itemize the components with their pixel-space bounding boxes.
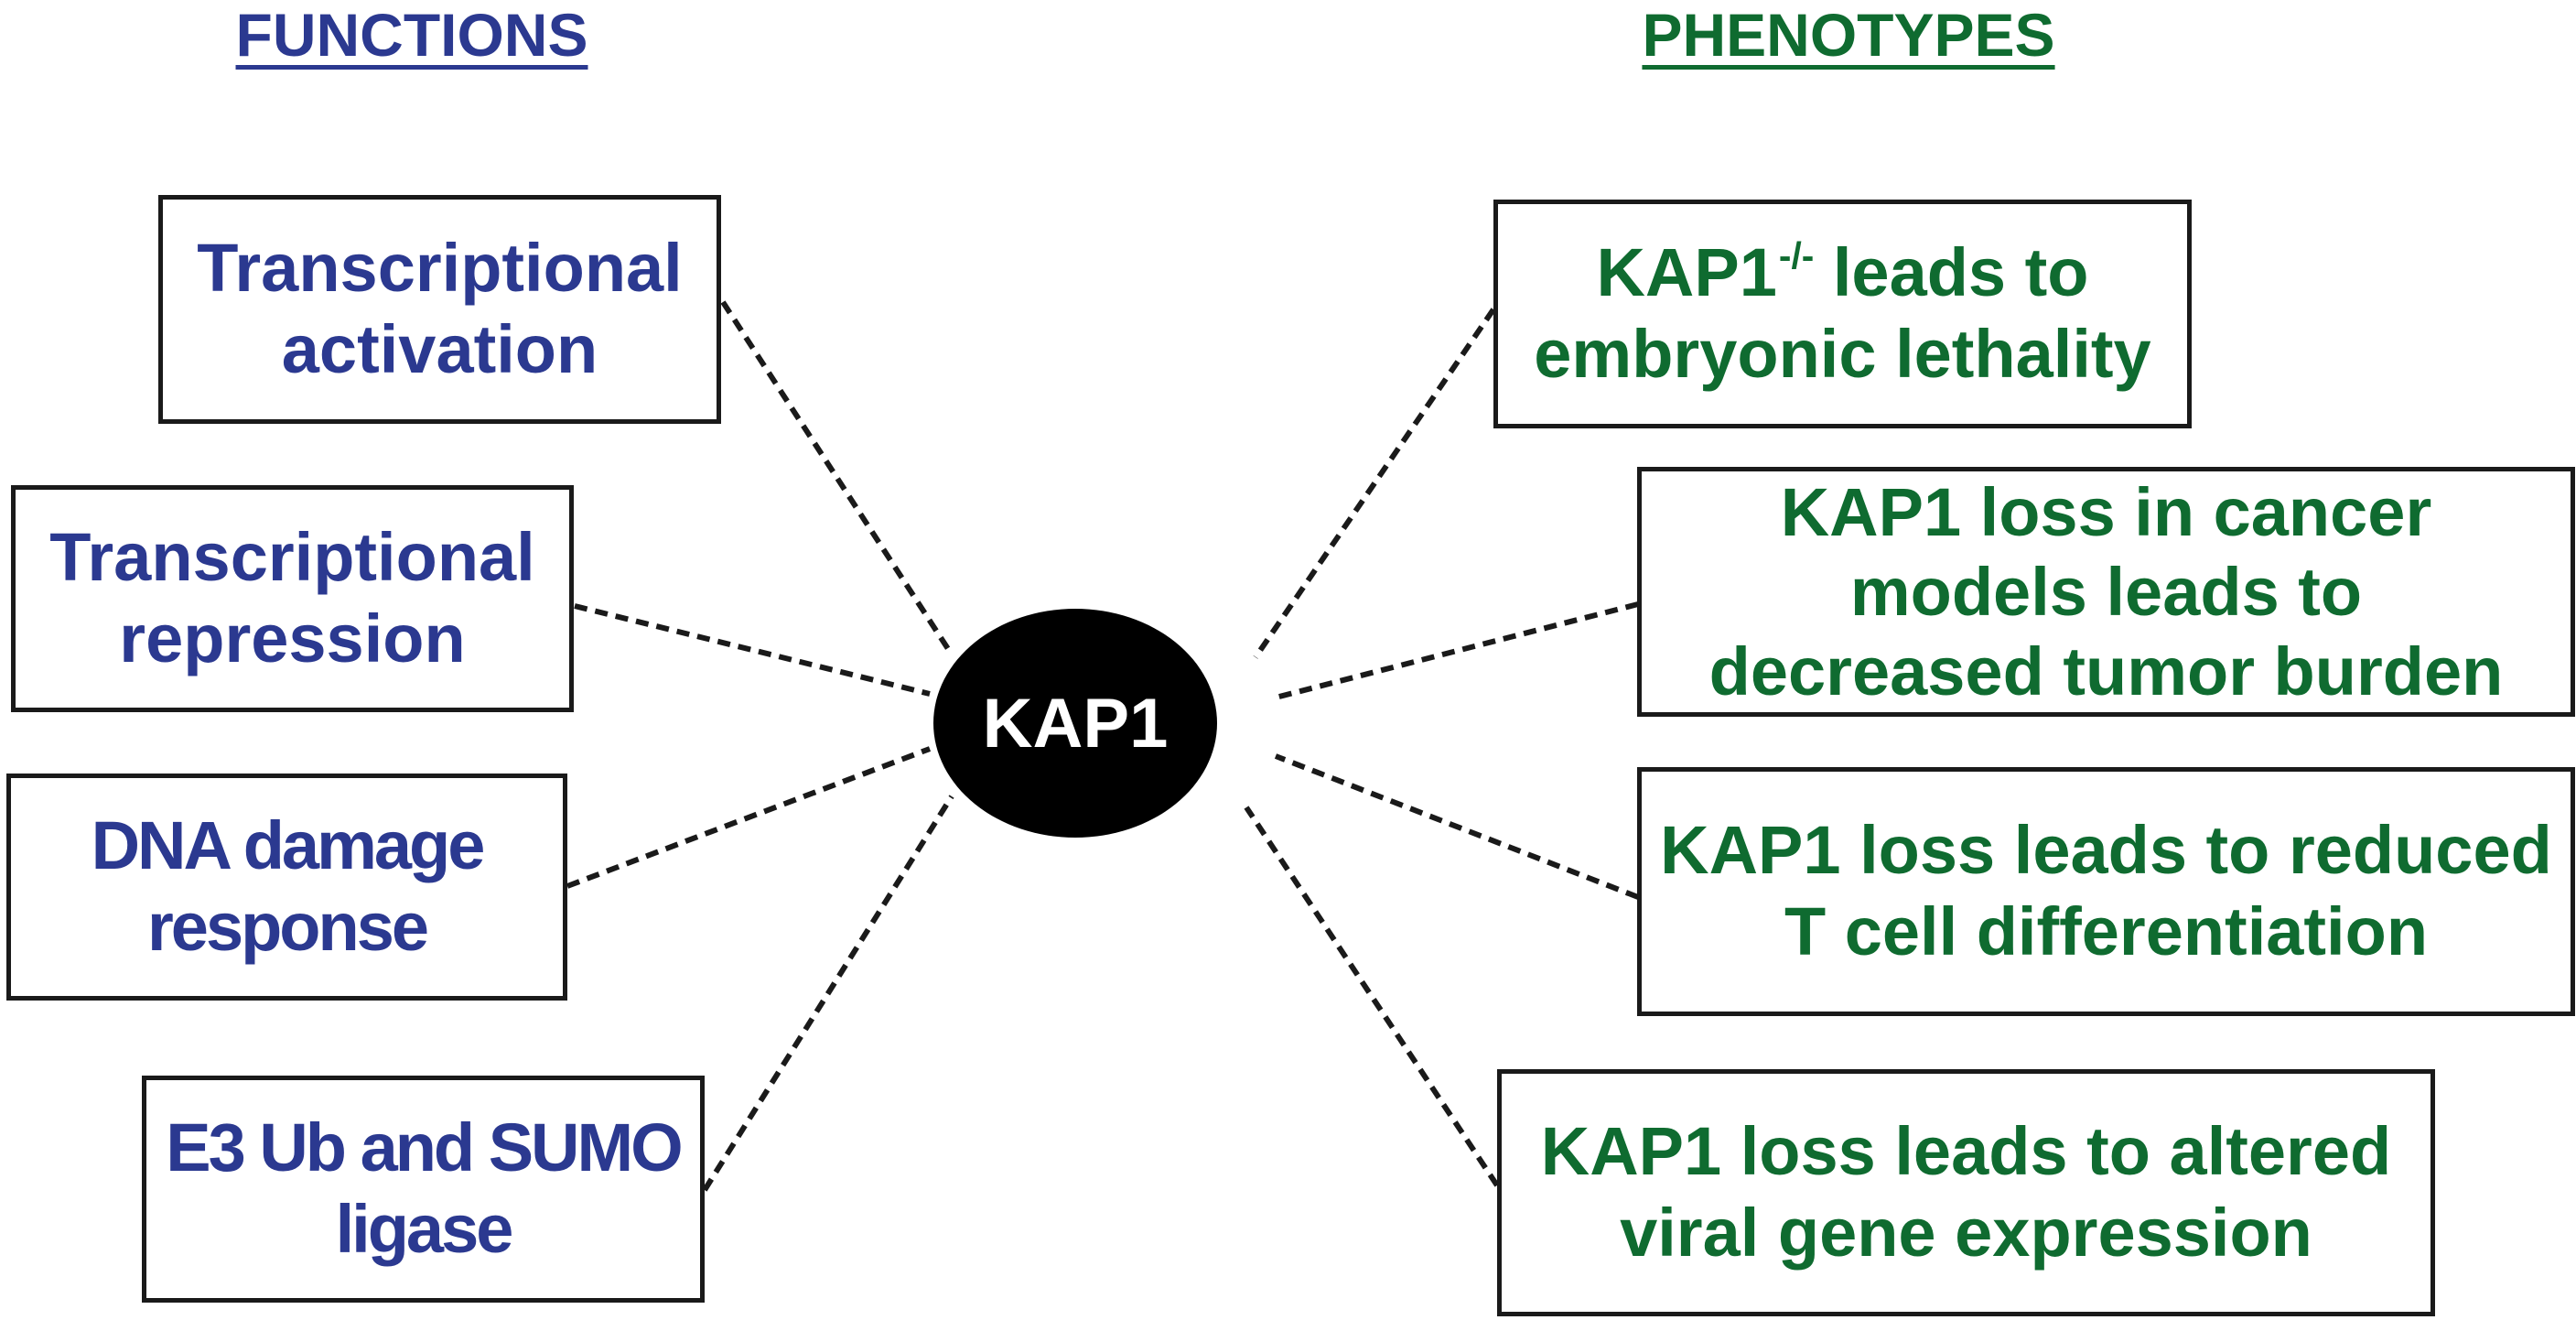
superscript: -/- xyxy=(1778,233,1815,276)
box-line: KAP1-/- leads to xyxy=(1534,233,2150,314)
connector-tumor-burden xyxy=(1275,601,1639,700)
box-line: viral gene expression xyxy=(1620,1195,2312,1271)
box-line: repression xyxy=(119,600,466,676)
connector-transcriptional-repression xyxy=(574,603,931,697)
box-line: response xyxy=(146,889,429,965)
box-line: KAP1 loss in cancer xyxy=(1780,473,2432,550)
box-line: activation xyxy=(281,311,598,387)
phenotype-embryonic-lethality: KAP1-/- leads to embryonic lethality xyxy=(1493,200,2192,428)
connector-e3-ligase xyxy=(702,795,954,1192)
box-line: Transcriptional xyxy=(49,519,535,596)
box-line: models leads to xyxy=(1849,553,2363,630)
phenotypes-header: PHENOTYPES xyxy=(1642,1,2055,69)
box-line: decreased tumor burden xyxy=(1708,633,2504,710)
connector-embryonic-lethality xyxy=(1253,308,1496,659)
box-line: T cell differentiation xyxy=(1784,893,2429,969)
box-line: KAP1 loss leads to reduced xyxy=(1660,812,2552,889)
box-line-part: leads to xyxy=(1814,234,2089,311)
hub-label: KAP1 xyxy=(982,684,1169,763)
box-line: embryonic lethality xyxy=(1534,316,2151,392)
box-line: Transcriptional xyxy=(197,230,683,307)
connector-dna-damage-response xyxy=(566,746,932,889)
box-line-part: KAP1 xyxy=(1596,234,1777,311)
connector-viral-gene xyxy=(1244,806,1500,1187)
connector-transcriptional-activation xyxy=(720,300,954,656)
box-line: E3 Ub and SUMO xyxy=(166,1109,683,1186)
box-line: DNA damage xyxy=(91,807,486,884)
functions-header: FUNCTIONS xyxy=(235,1,588,69)
box-line: ligase xyxy=(335,1191,514,1267)
connector-t-cell xyxy=(1274,753,1640,900)
kap1-hub: KAP1 xyxy=(933,609,1217,838)
box-line: KAP1 loss leads to altered xyxy=(1540,1113,2392,1190)
